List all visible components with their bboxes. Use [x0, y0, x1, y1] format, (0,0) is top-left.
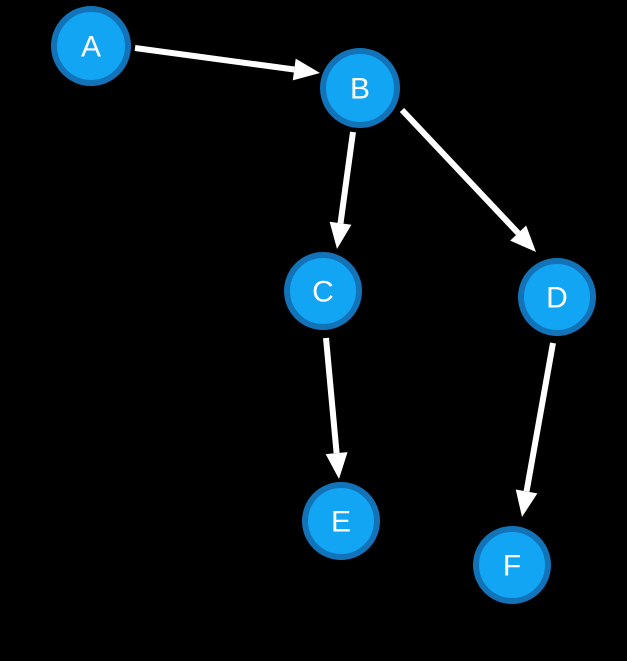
- node-label: C: [312, 276, 334, 309]
- graph-node-c[interactable]: C: [284, 252, 362, 330]
- edge-shaft: [523, 342, 556, 492]
- node-label: D: [546, 282, 568, 315]
- node-label: F: [503, 550, 521, 583]
- nodes-layer: A B C D E F: [51, 6, 596, 604]
- arrowhead-icon: [515, 489, 538, 517]
- edges-layer: A to B B to C B to D C to E D to F: [134, 45, 556, 517]
- graph-node-a[interactable]: A: [51, 6, 131, 86]
- edge-shaft: [399, 107, 521, 236]
- edge-shaft: [337, 131, 356, 224]
- node-circle[interactable]: [51, 6, 131, 86]
- arrowhead-icon: [329, 221, 352, 249]
- node-circle[interactable]: [473, 526, 551, 604]
- edge-shaft: [323, 337, 340, 454]
- node-circle[interactable]: [284, 252, 362, 330]
- graph-node-e[interactable]: E: [302, 482, 380, 560]
- graph-edge: C to E: [323, 337, 348, 479]
- graph-edge: B to C: [329, 131, 356, 249]
- graph-edge: A to B: [134, 45, 320, 81]
- node-label: B: [350, 73, 370, 106]
- arrowhead-icon: [325, 452, 348, 479]
- node-label: A: [81, 31, 101, 64]
- node-circle[interactable]: [518, 258, 596, 336]
- graph-node-f[interactable]: F: [473, 526, 551, 604]
- node-label: E: [331, 506, 351, 539]
- node-circle[interactable]: [320, 48, 400, 128]
- edge-shaft: [134, 45, 295, 73]
- graph-node-d[interactable]: D: [518, 258, 596, 336]
- graph-edge: B to D: [399, 107, 536, 252]
- arrowhead-icon: [292, 58, 320, 81]
- graph-edge: D to F: [515, 342, 556, 517]
- node-circle[interactable]: [302, 482, 380, 560]
- graph-node-b[interactable]: B: [320, 48, 400, 128]
- arrowhead-icon: [510, 225, 536, 252]
